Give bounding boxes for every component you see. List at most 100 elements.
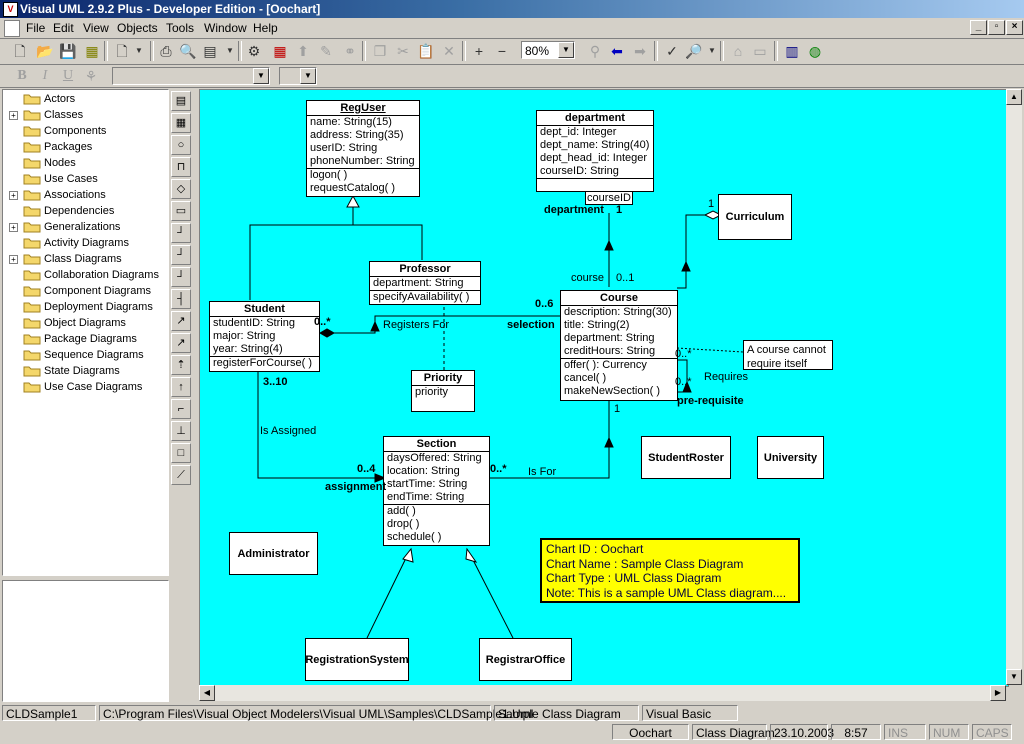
expand-icon[interactable]: + — [9, 223, 18, 232]
chevron-down-icon[interactable]: ▼ — [708, 46, 716, 55]
chevron-down-icon[interactable]: ▼ — [558, 42, 574, 58]
association-tool-icon[interactable]: ┘ — [171, 223, 191, 243]
underline-icon[interactable]: U — [62, 68, 74, 83]
class-tool-icon[interactable]: ▤ — [171, 91, 191, 111]
class-registrationsystem[interactable]: RegistrationSystem — [305, 638, 409, 681]
generalize-tool-icon[interactable]: ⇡ — [171, 355, 191, 375]
documentation-pane[interactable] — [2, 580, 169, 702]
menu-file[interactable]: File — [26, 21, 46, 35]
forward-icon[interactable]: ➡ — [634, 43, 646, 59]
report-icon[interactable]: ▤ — [203, 43, 217, 59]
zoom-select[interactable]: 80% ▼ — [521, 41, 575, 59]
class-department[interactable]: department dept_id: Integer dept_name: S… — [536, 110, 654, 192]
chevron-down-icon[interactable]: ▼ — [135, 46, 143, 55]
diagram-canvas[interactable]: RegUser name: String(15) address: String… — [199, 89, 1009, 687]
cut-icon[interactable]: ✂ — [397, 43, 409, 59]
component-tool-icon[interactable]: ⊓ — [171, 157, 191, 177]
realize-tool-icon[interactable]: ↗ — [171, 333, 191, 353]
save-all-icon[interactable]: ▦ — [85, 43, 99, 59]
class-reguser[interactable]: RegUser name: String(15) address: String… — [306, 100, 420, 197]
new-diagram-icon[interactable]: 🗋 — [116, 43, 128, 59]
search-icon[interactable]: 🔎 — [685, 43, 703, 59]
class-university[interactable]: University — [757, 436, 824, 479]
globe-icon[interactable]: ◍ — [808, 43, 822, 59]
vertical-scrollbar[interactable]: ▲ ▼ — [1006, 89, 1022, 685]
class-student[interactable]: Student studentID: String major: String … — [209, 301, 320, 372]
chevron-down-icon[interactable]: ▼ — [226, 46, 234, 55]
up-icon[interactable]: ⬆ — [297, 43, 309, 59]
menu-view[interactable]: View — [83, 21, 109, 35]
package-tool-icon[interactable]: ▭ — [171, 201, 191, 221]
scroll-down-icon[interactable]: ▼ — [1006, 669, 1022, 685]
class-course[interactable]: Course description: String(30) title: St… — [560, 290, 678, 401]
horizontal-scrollbar[interactable]: ◀ ▶ — [199, 685, 1006, 701]
paste-icon[interactable]: 📋 — [417, 43, 435, 59]
menu-window[interactable]: Window — [204, 21, 247, 35]
font-name-select[interactable]: ▼ — [112, 67, 270, 85]
line-tool-icon[interactable]: ⟋ — [171, 465, 191, 485]
italic-icon[interactable]: I — [42, 68, 48, 83]
chart-icon[interactable]: ▥ — [785, 43, 799, 59]
class-curriculum[interactable]: Curriculum — [718, 194, 792, 240]
tool-icon[interactable]: ✎ — [320, 43, 332, 59]
scroll-left-icon[interactable]: ◀ — [199, 685, 215, 701]
qualifier-tool-icon[interactable]: ┤ — [171, 289, 191, 309]
calendar-icon[interactable]: ▦ — [273, 43, 287, 59]
rectangle-tool-icon[interactable]: □ — [171, 443, 191, 463]
composition-tool-icon[interactable]: ┘ — [171, 267, 191, 287]
save-icon[interactable]: 💾 — [59, 43, 77, 59]
back-icon[interactable]: ⬅ — [611, 43, 623, 59]
properties-icon[interactable]: ⚙ — [247, 43, 261, 59]
anchor-tool-icon[interactable]: ⊥ — [171, 421, 191, 441]
class-professor[interactable]: Professor department: String specifyAvai… — [369, 261, 481, 305]
object-tool-icon[interactable]: ▦ — [171, 113, 191, 133]
expand-icon[interactable]: + — [9, 255, 18, 264]
menu-edit[interactable]: Edit — [53, 21, 74, 35]
dependency-tool-icon[interactable]: ↗ — [171, 311, 191, 331]
menu-tools[interactable]: Tools — [166, 21, 195, 35]
class-studentroster[interactable]: StudentRoster — [641, 436, 731, 479]
app-icon[interactable]: V — [3, 2, 18, 17]
delete-icon[interactable]: ✕ — [443, 43, 455, 59]
document-icon[interactable] — [4, 20, 20, 37]
expand-icon[interactable]: + — [9, 111, 18, 120]
open-icon[interactable]: 📂 — [36, 43, 54, 59]
qualifier-courseid[interactable]: courseID — [585, 191, 633, 205]
interface-tool-icon[interactable]: ○ — [171, 135, 191, 155]
font-size-select[interactable]: ▼ — [279, 67, 317, 85]
bold-icon[interactable]: B — [17, 68, 27, 83]
chart-info-box[interactable]: Chart ID : Oochart Chart Name : Sample C… — [540, 538, 800, 603]
zoom-out-icon[interactable]: − — [497, 43, 507, 59]
binoculars-icon[interactable]: ⚲ — [589, 43, 601, 59]
chevron-down-icon[interactable]: ▼ — [300, 68, 316, 84]
menu-help[interactable]: Help — [253, 21, 278, 35]
class-priority[interactable]: Priority priority — [411, 370, 475, 412]
class-administrator[interactable]: Administrator — [229, 532, 318, 575]
class-section[interactable]: Section daysOffered: String location: St… — [383, 436, 490, 546]
close-child-button[interactable]: × — [1006, 20, 1023, 35]
class-registraroffice[interactable]: RegistrarOffice — [479, 638, 572, 681]
print-icon[interactable]: ⎙ — [160, 43, 172, 59]
expand-icon[interactable]: + — [9, 191, 18, 200]
aggregation-tool-icon[interactable]: ┘ — [171, 245, 191, 265]
link-icon[interactable]: ⚭ — [344, 43, 356, 59]
note-tool-icon[interactable]: ⌐ — [171, 399, 191, 419]
decision-tool-icon[interactable]: ◇ — [171, 179, 191, 199]
chevron-down-icon[interactable]: ▼ — [253, 68, 269, 84]
font-color-icon[interactable]: ⚘ — [84, 68, 98, 84]
scroll-up-icon[interactable]: ▲ — [1006, 89, 1022, 105]
menu-objects[interactable]: Objects — [117, 21, 158, 35]
minimize-child-button[interactable]: _ — [970, 20, 987, 35]
scroll-right-icon[interactable]: ▶ — [990, 685, 1006, 701]
note-course-self[interactable]: A course cannot require itself — [743, 340, 833, 370]
print-preview-icon[interactable]: 🔍 — [179, 43, 197, 59]
zoom-in-icon[interactable]: + — [474, 43, 484, 59]
home-icon[interactable]: ⌂ — [733, 43, 743, 59]
window-icon[interactable]: ▭ — [753, 43, 767, 59]
wand-icon[interactable]: ✓ — [666, 43, 678, 59]
inherit-tool-icon[interactable]: ↑ — [171, 377, 191, 397]
copy-icon[interactable]: ❐ — [373, 43, 387, 59]
new-icon[interactable]: 🗋 — [14, 43, 26, 59]
restore-child-button[interactable]: ▫ — [988, 20, 1005, 35]
